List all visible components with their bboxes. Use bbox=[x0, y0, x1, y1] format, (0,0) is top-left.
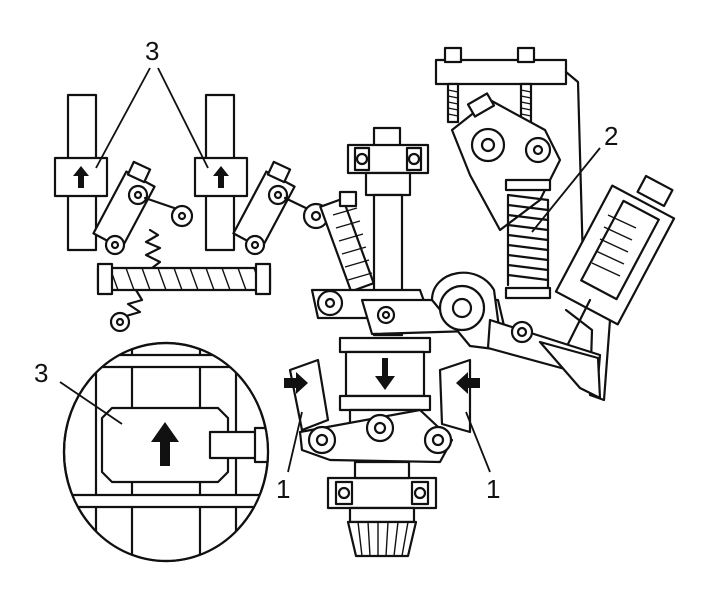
callout-3-top-label: 3 bbox=[145, 36, 159, 66]
right-jaw bbox=[438, 358, 480, 434]
left-jaw bbox=[284, 358, 330, 432]
middle-linkage bbox=[232, 160, 330, 256]
callout-3-detail-label: 3 bbox=[34, 358, 48, 388]
jaw-linkage bbox=[298, 408, 454, 464]
middle-slider-block bbox=[193, 156, 249, 198]
bottom-tool-tip bbox=[346, 520, 418, 558]
callout-2-label: 2 bbox=[604, 121, 618, 151]
callout-1-right-label: 1 bbox=[486, 474, 500, 504]
coil-spring bbox=[504, 178, 552, 300]
down-arrow-icon bbox=[375, 358, 395, 390]
callout-1-left-label: 1 bbox=[276, 474, 290, 504]
left-linkage bbox=[92, 160, 194, 270]
right-cylinder bbox=[554, 174, 676, 362]
bottom-bearing bbox=[326, 460, 438, 524]
up-arrow-icon bbox=[213, 166, 229, 188]
diagonal-screw bbox=[319, 190, 375, 293]
callout-leaders bbox=[59, 67, 601, 473]
top-bearing bbox=[346, 126, 430, 197]
left-slider-block bbox=[53, 156, 109, 198]
right-arrow-icon bbox=[284, 372, 308, 394]
large-crank bbox=[430, 271, 602, 400]
center-links bbox=[310, 288, 507, 336]
horizontal-screw bbox=[96, 262, 272, 333]
detail-view bbox=[62, 341, 270, 563]
top-right-bracket bbox=[434, 46, 612, 402]
left-arrow-icon bbox=[456, 372, 480, 394]
up-arrow-icon bbox=[73, 166, 89, 188]
up-arrow-icon bbox=[151, 422, 179, 466]
